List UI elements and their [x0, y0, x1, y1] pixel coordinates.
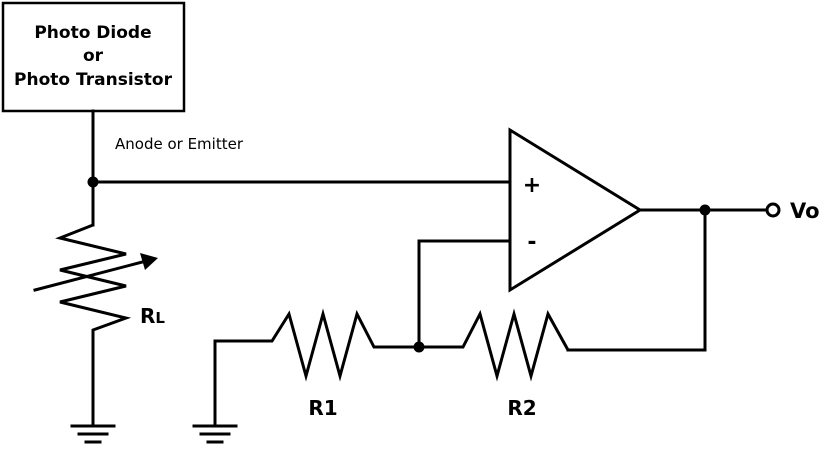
- inverting-input-sign: -: [527, 230, 536, 255]
- ground-symbol-rl: [70, 424, 116, 444]
- op-amp-triangle: [508, 127, 643, 293]
- resistor-r2: R2: [419, 308, 570, 420]
- input-junction-dot: [87, 176, 99, 188]
- noninverting-input-sign: +: [523, 173, 541, 198]
- inverting-input-wire: [417, 239, 512, 349]
- r1-resistor-zigzag: [213, 308, 419, 425]
- load-resistor-rl: RL: [33, 218, 165, 425]
- op-amp: + -: [508, 127, 643, 293]
- anode-emitter-label: Anode or Emitter: [115, 135, 244, 153]
- photo-sensor-block: Photo Diode or Photo Transistor: [1, 1, 186, 113]
- output-terminal: [765, 202, 781, 218]
- r2-label: R2: [507, 396, 536, 420]
- rl-arrow-head-icon: [140, 253, 158, 270]
- rl-resistor-zigzag: [55, 218, 132, 425]
- sensor-label-line2: or: [83, 46, 104, 66]
- rl-label: RL: [140, 304, 165, 328]
- r2-resistor-zigzag: [419, 308, 570, 382]
- sensor-label-line3: Photo Transistor: [14, 70, 173, 90]
- vo-label: Vo: [790, 199, 820, 223]
- ground-symbol-r1: [192, 424, 238, 444]
- sensor-box: [1, 1, 186, 113]
- sensor-label-line1: Photo Diode: [34, 23, 151, 43]
- rl-variable-arrow-line: [33, 258, 152, 292]
- resistor-r1: R1: [213, 308, 419, 425]
- feedback-wire: [566, 208, 707, 352]
- r1-label: R1: [308, 396, 337, 420]
